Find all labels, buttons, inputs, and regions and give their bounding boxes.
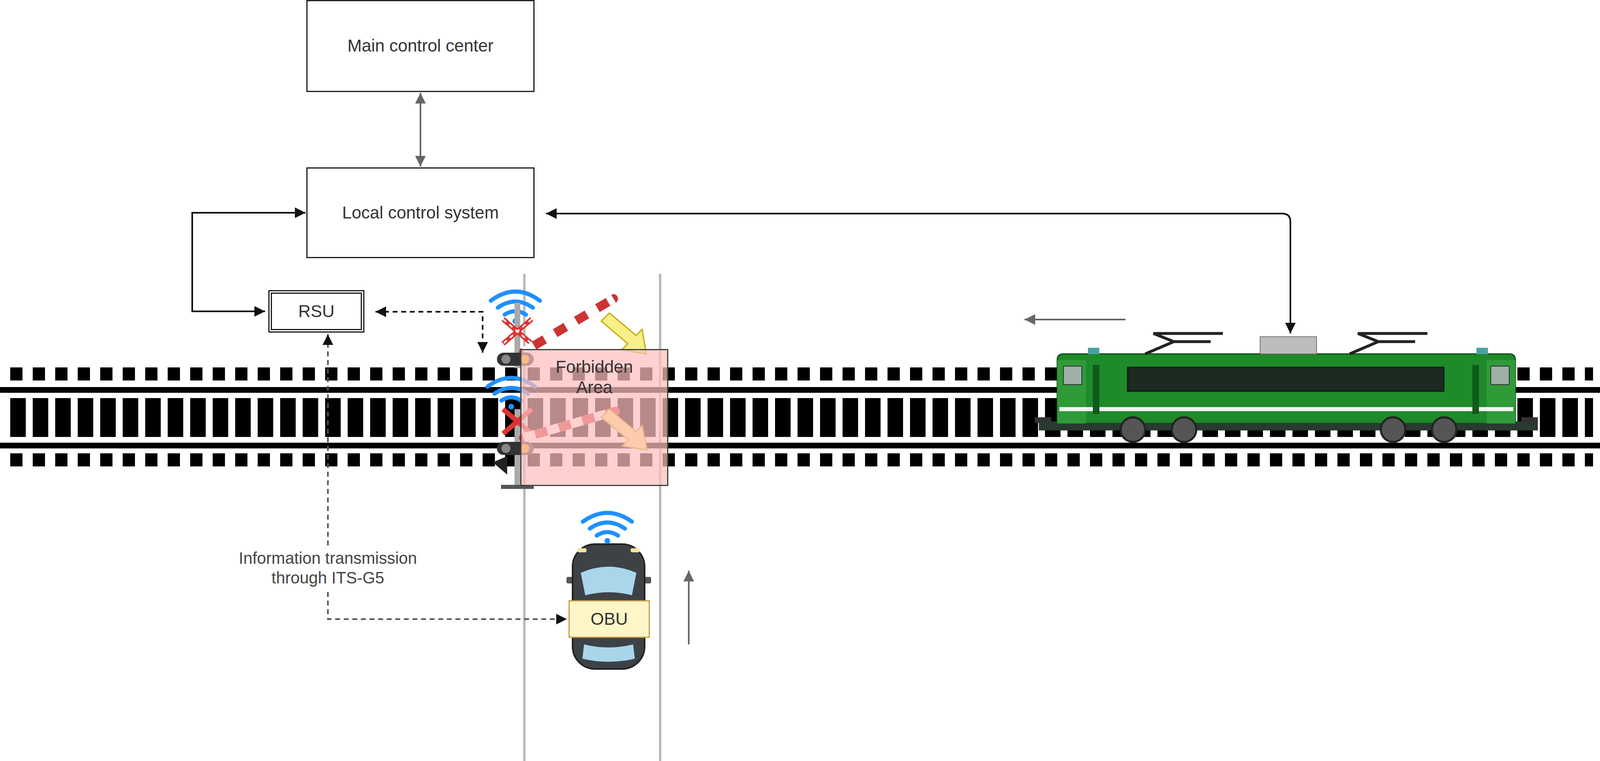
car-part [577, 548, 587, 553]
locomotive-part [1057, 353, 1516, 424]
level-crossing-barrier-part [503, 319, 532, 344]
edge-label: Information transmission through ITS-G5 [213, 547, 443, 589]
locomotive-part [1063, 366, 1082, 385]
forbidden-area: Forbidden Area [520, 348, 669, 486]
level-crossing-barrier-part [523, 298, 614, 352]
car-part [582, 644, 635, 662]
locomotive-part [1145, 333, 1223, 354]
locomotive [1034, 333, 1538, 442]
car-part [630, 548, 640, 553]
level-crossing-barrier-part [503, 319, 532, 344]
railway-track-part [10, 453, 1594, 467]
level-crossing-barrier-part [501, 354, 511, 364]
locomotive-part [1380, 417, 1406, 442]
barrier-motion-arrow [601, 312, 647, 354]
wifi-icon-part [596, 532, 618, 536]
locomotive-part [1059, 406, 1514, 412]
locomotive-part [1057, 359, 1086, 424]
wifi-icon-part [501, 397, 522, 401]
locomotive-part [1120, 417, 1146, 442]
wifi-icon [582, 512, 632, 544]
locomotive-part [1349, 333, 1428, 354]
car-direction-arrow [687, 570, 690, 645]
connector [419, 92, 422, 167]
wifi-icon-part [490, 291, 540, 302]
wifi-icon-part [589, 522, 625, 529]
level-crossing-barrier-part [501, 443, 511, 453]
node-label: RSU [298, 301, 335, 322]
locomotive-part [1486, 359, 1516, 424]
node-label: Forbidden Area [543, 356, 646, 398]
control-system-box: Local control system [306, 167, 535, 259]
locomotive-part [1034, 417, 1052, 423]
locomotive-part [1171, 417, 1197, 442]
locomotive-part [1521, 417, 1538, 423]
locomotive-part [1260, 336, 1317, 354]
control-center-box: Main control center [306, 0, 535, 93]
locomotive-part [1472, 364, 1479, 414]
locomotive-part [1431, 417, 1457, 442]
car-part [580, 566, 637, 596]
level-crossing-barrier-part [523, 298, 614, 352]
node-label: Main control center [347, 35, 494, 57]
train-link [546, 213, 1291, 334]
level-crossing-barrier-part [492, 456, 508, 475]
railway-track-part [0, 442, 1600, 449]
locomotive-part [1127, 367, 1444, 392]
locomotive-part [1490, 366, 1510, 385]
locomotive-part [1476, 347, 1488, 355]
wifi-icon-part [604, 537, 611, 544]
car [566, 543, 652, 669]
road-edge [658, 273, 662, 761]
node-label: Local control system [342, 202, 499, 223]
obu-box: OBU [568, 600, 650, 638]
rsu-box: RSU [268, 289, 365, 333]
rsu-barrier-link [375, 311, 483, 353]
wifi-icon-part [582, 512, 632, 522]
locomotive-part [1087, 347, 1100, 355]
locomotive-part [1092, 364, 1100, 414]
wifi-icon-part [508, 403, 515, 410]
node-label: OBU [590, 608, 628, 630]
train-direction-arrow [1024, 318, 1126, 321]
